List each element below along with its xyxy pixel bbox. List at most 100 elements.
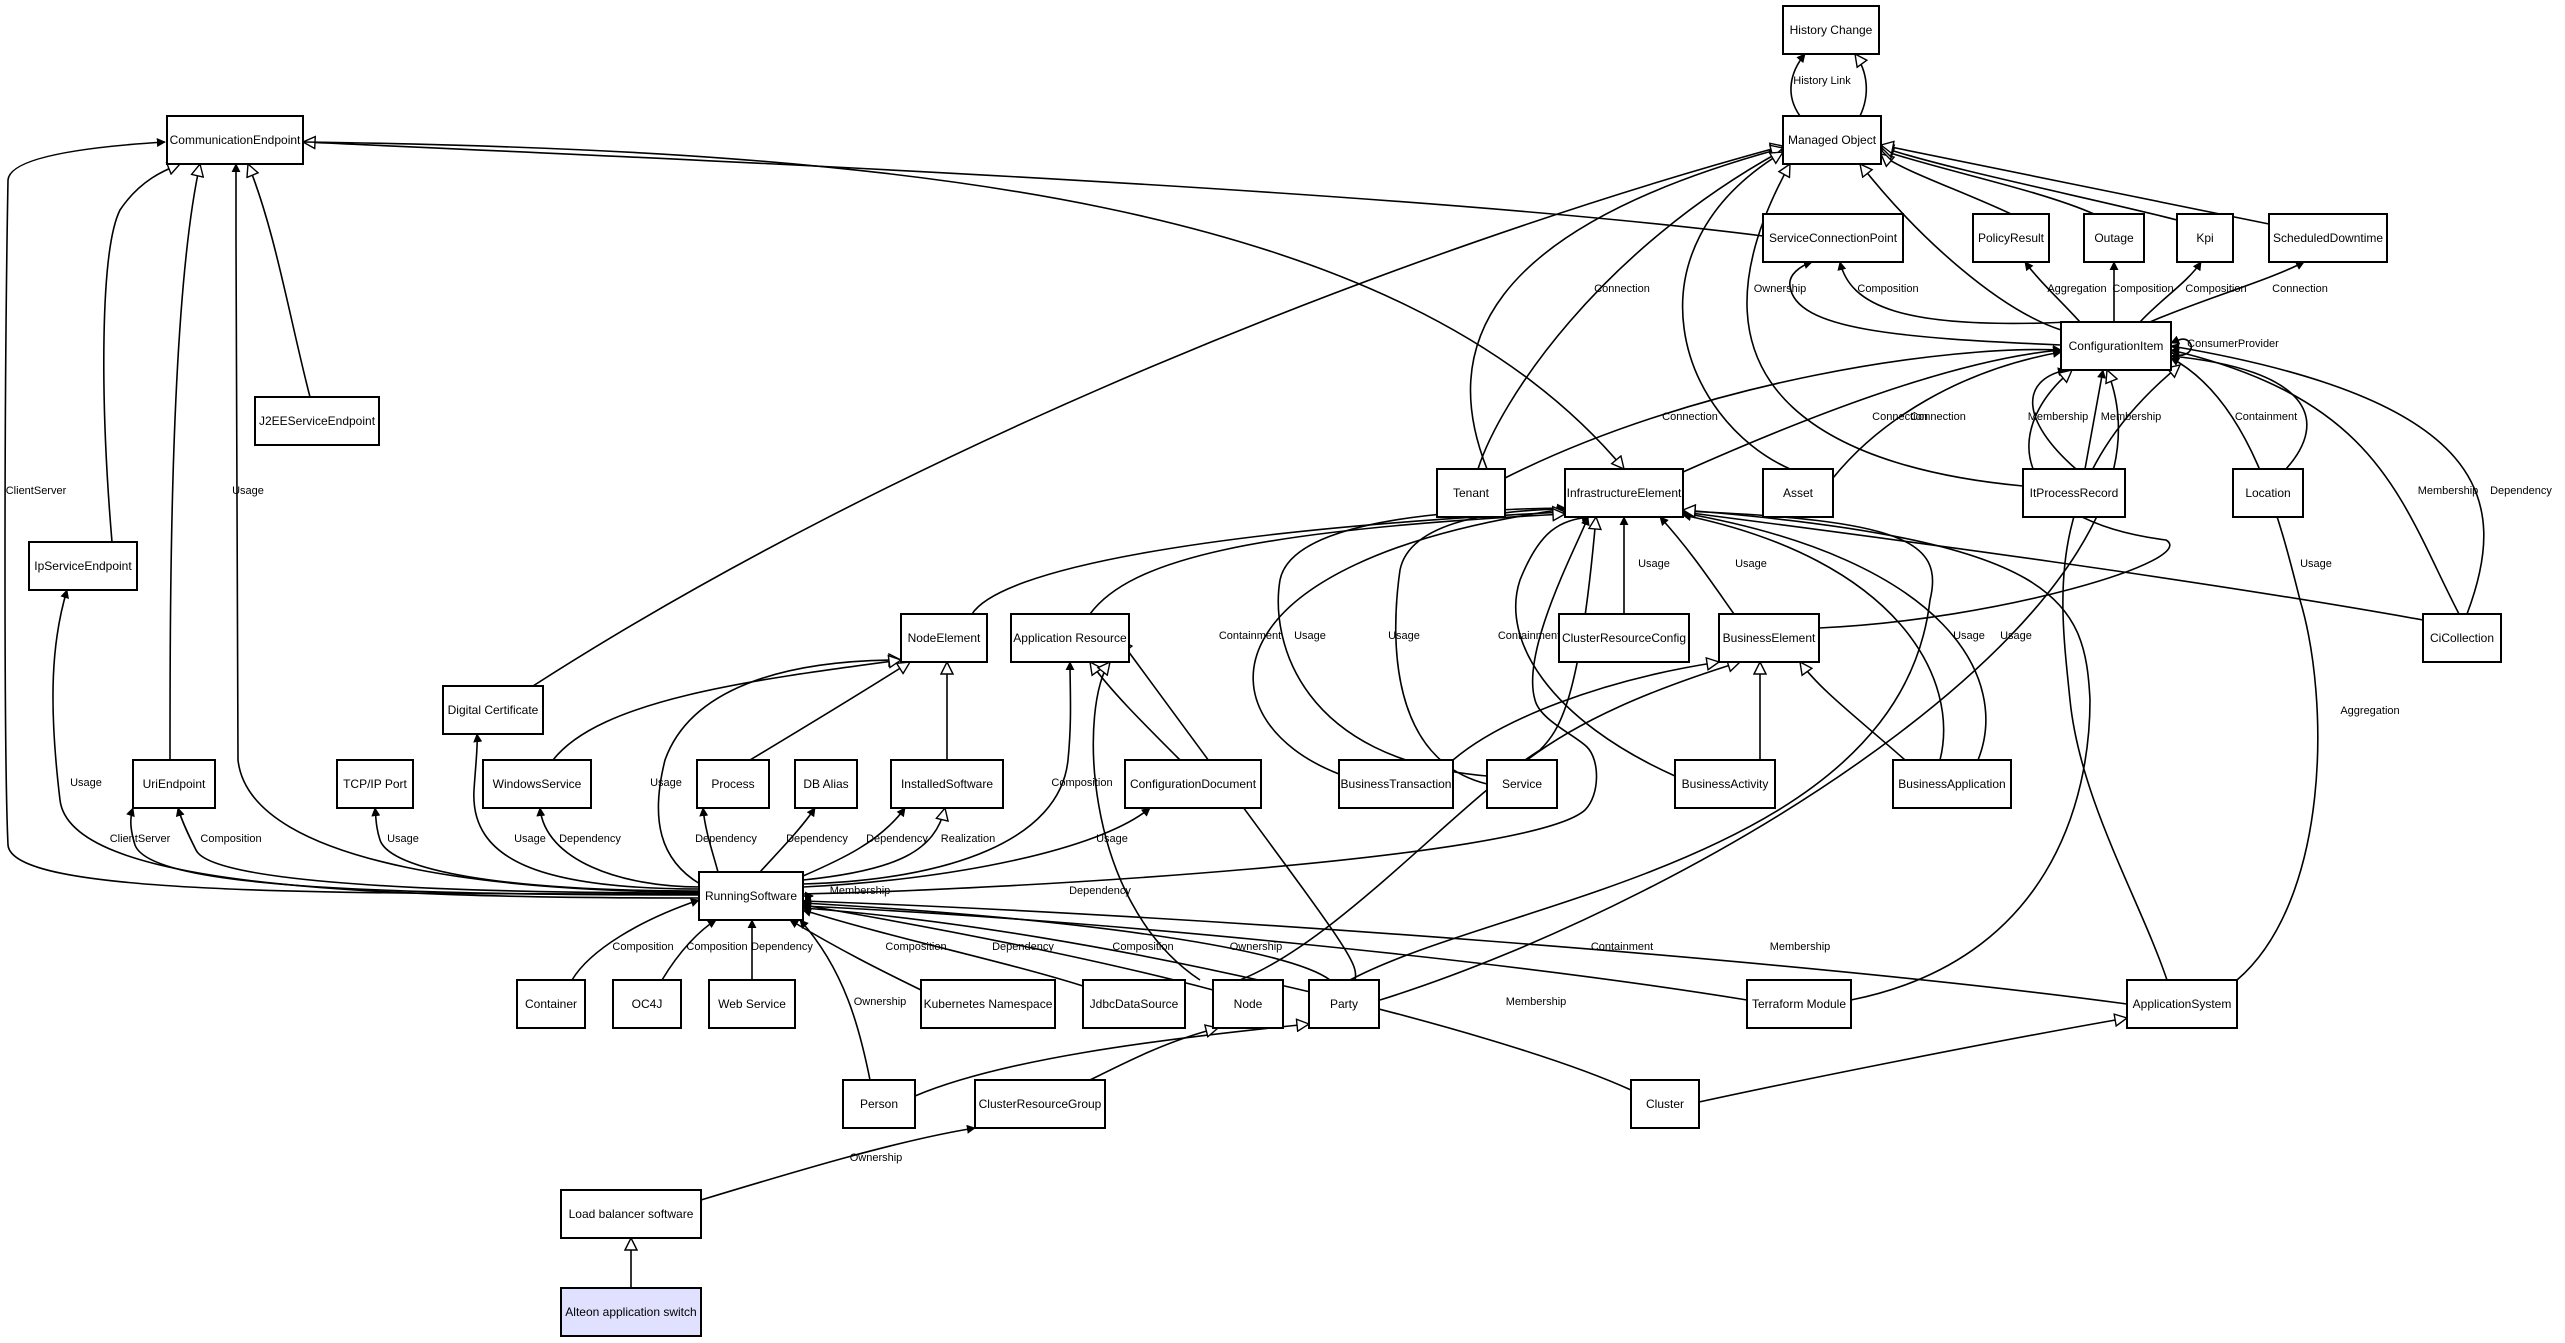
node-box[interactable]: [2126, 979, 2238, 1029]
node-lbsw[interactable]: Load balancer software: [560, 1189, 702, 1239]
node-crg[interactable]: ClusterResourceGroup: [974, 1079, 1106, 1129]
node-cicoll[interactable]: CiCollection: [2422, 613, 2502, 663]
node-box[interactable]: [560, 1189, 702, 1239]
node-infra[interactable]: InfrastructureElement: [1564, 468, 1684, 518]
node-tcpip[interactable]: TCP/IP Port: [336, 759, 414, 809]
node-biztx[interactable]: BusinessTransaction: [1338, 759, 1454, 809]
node-tenant[interactable]: Tenant: [1436, 468, 1506, 518]
node-box[interactable]: [1892, 759, 2012, 809]
node-policy[interactable]: PolicyResult: [1972, 213, 2050, 263]
node-box[interactable]: [1972, 213, 2050, 263]
node-node[interactable]: Node: [1212, 979, 1284, 1029]
node-box[interactable]: [696, 759, 770, 809]
node-box[interactable]: [920, 979, 1056, 1029]
node-box[interactable]: [442, 685, 544, 735]
node-box[interactable]: [900, 613, 988, 663]
node-bizapp[interactable]: BusinessApplication: [1892, 759, 2012, 809]
node-box[interactable]: [2022, 468, 2126, 518]
node-rsw[interactable]: RunningSoftware: [698, 871, 804, 921]
node-oc4j[interactable]: OC4J: [612, 979, 682, 1029]
node-box[interactable]: [890, 759, 1004, 809]
edge-37: Dependency: [759, 807, 848, 873]
node-box[interactable]: [254, 396, 380, 446]
node-outage[interactable]: Outage: [2083, 213, 2145, 263]
node-asset[interactable]: Asset: [1762, 468, 1834, 518]
node-box[interactable]: [1762, 213, 1904, 263]
node-box[interactable]: [794, 759, 858, 809]
node-box[interactable]: [1782, 115, 1882, 165]
node-digcert[interactable]: Digital Certificate: [442, 685, 544, 735]
node-box[interactable]: [1308, 979, 1380, 1029]
node-confdoc[interactable]: ConfigurationDocument: [1124, 759, 1262, 809]
node-box[interactable]: [28, 541, 138, 591]
node-box[interactable]: [708, 979, 796, 1029]
node-winsvc[interactable]: WindowsService: [482, 759, 592, 809]
node-box[interactable]: [1486, 759, 1558, 809]
node-box[interactable]: [1212, 979, 1284, 1029]
node-websvc[interactable]: Web Service: [708, 979, 796, 1029]
node-box[interactable]: [1436, 468, 1506, 518]
node-bizel[interactable]: BusinessElement: [1718, 613, 1820, 663]
node-box[interactable]: [1718, 613, 1820, 663]
node-box[interactable]: [336, 759, 414, 809]
node-dbalias[interactable]: DB Alias: [794, 759, 858, 809]
node-box[interactable]: [2060, 321, 2172, 371]
node-instsw[interactable]: InstalledSoftware: [890, 759, 1004, 809]
node-box[interactable]: [2232, 468, 2304, 518]
node-sched[interactable]: ScheduledDowntime: [2268, 213, 2388, 263]
node-history[interactable]: History Change: [1782, 5, 1880, 55]
node-box[interactable]: [2083, 213, 2145, 263]
node-k8s[interactable]: Kubernetes Namespace: [920, 979, 1056, 1029]
node-scp[interactable]: ServiceConnectionPoint: [1762, 213, 1904, 263]
node-person[interactable]: Person: [842, 1079, 916, 1129]
node-box[interactable]: [612, 979, 682, 1029]
node-cluster[interactable]: Cluster: [1630, 1079, 1700, 1129]
node-nodeel[interactable]: NodeElement: [900, 613, 988, 663]
node-ipse[interactable]: IpServiceEndpoint: [28, 541, 138, 591]
node-process[interactable]: Process: [696, 759, 770, 809]
node-location[interactable]: Location: [2232, 468, 2304, 518]
node-box[interactable]: [842, 1079, 916, 1129]
node-box[interactable]: [2176, 213, 2234, 263]
node-box[interactable]: [1082, 979, 1186, 1029]
edge-line: [789, 919, 922, 991]
node-kpi[interactable]: Kpi: [2176, 213, 2234, 263]
node-ci[interactable]: ConfigurationItem: [2060, 321, 2172, 371]
node-uriep[interactable]: UriEndpoint: [132, 759, 216, 809]
node-bizact[interactable]: BusinessActivity: [1674, 759, 1776, 809]
node-box[interactable]: [560, 1287, 702, 1337]
node-box[interactable]: [698, 871, 804, 921]
node-itpr[interactable]: ItProcessRecord: [2022, 468, 2126, 518]
node-box[interactable]: [1782, 5, 1880, 55]
node-commep[interactable]: CommunicationEndpoint: [166, 115, 304, 165]
node-box[interactable]: [1762, 468, 1834, 518]
node-box[interactable]: [1630, 1079, 1700, 1129]
node-alteon[interactable]: Alteon application switch: [560, 1287, 702, 1337]
edge-1: ClientServer: [4, 138, 701, 895]
node-party[interactable]: Party: [1308, 979, 1380, 1029]
node-managed[interactable]: Managed Object: [1782, 115, 1882, 165]
node-jdbc[interactable]: JdbcDataSource: [1082, 979, 1186, 1029]
node-appsys[interactable]: ApplicationSystem: [2126, 979, 2238, 1029]
node-box[interactable]: [2422, 613, 2502, 663]
node-box[interactable]: [1746, 979, 1852, 1029]
node-box[interactable]: [482, 759, 592, 809]
node-crc[interactable]: ClusterResourceConfig: [1558, 613, 1690, 663]
node-box[interactable]: [1564, 468, 1684, 518]
node-box[interactable]: [132, 759, 216, 809]
node-box[interactable]: [974, 1079, 1106, 1129]
node-box[interactable]: [1010, 613, 1130, 663]
node-j2ee[interactable]: J2EEServiceEndpoint: [254, 396, 380, 446]
node-box[interactable]: [1338, 759, 1454, 809]
node-box[interactable]: [2268, 213, 2388, 263]
node-box[interactable]: [166, 115, 304, 165]
node-box[interactable]: [1124, 759, 1262, 809]
node-service[interactable]: Service: [1486, 759, 1558, 809]
node-terraform[interactable]: Terraform Module: [1746, 979, 1852, 1029]
node-appres[interactable]: Application Resource: [1010, 613, 1130, 663]
node-box[interactable]: [1558, 613, 1690, 663]
node-box[interactable]: [1674, 759, 1776, 809]
node-container[interactable]: Container: [516, 979, 586, 1029]
node-box[interactable]: [516, 979, 586, 1029]
